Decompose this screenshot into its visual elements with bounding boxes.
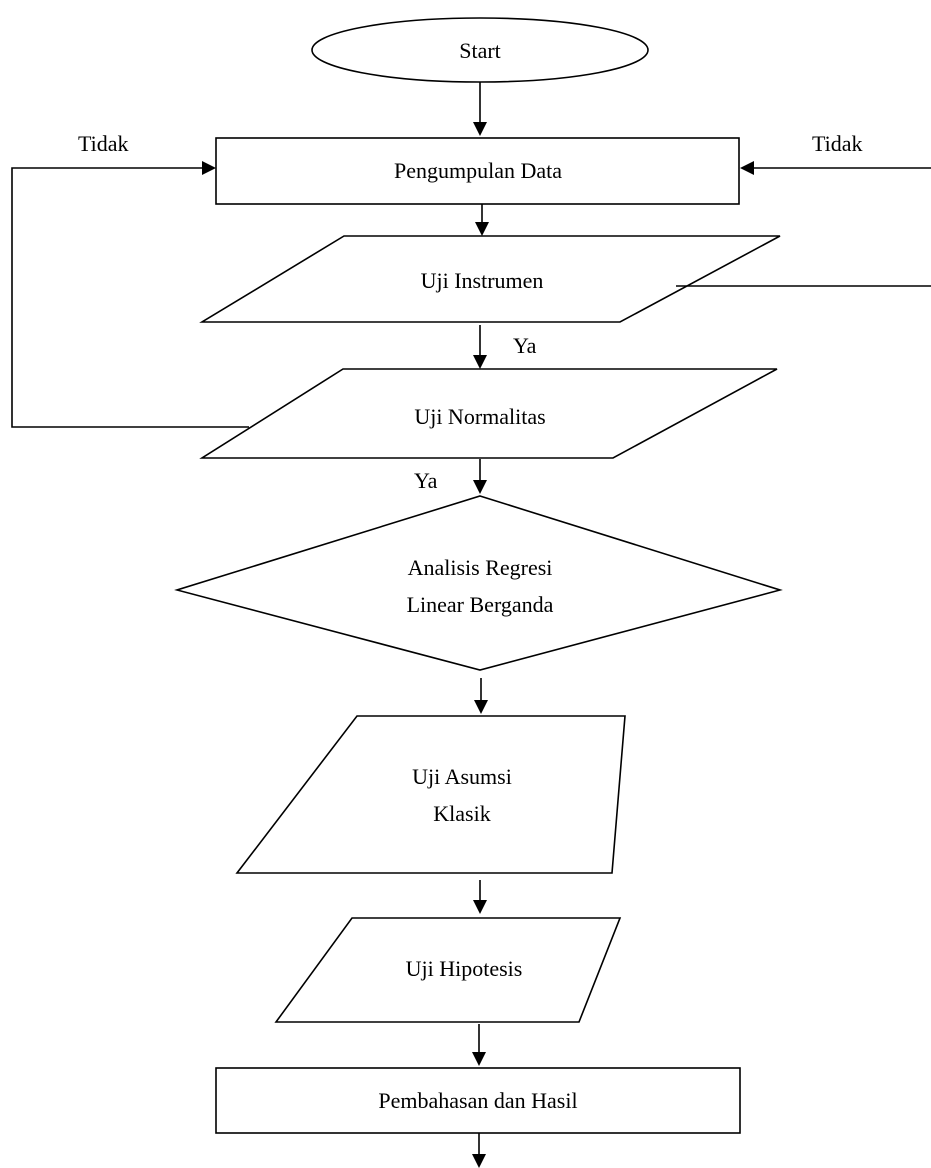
normality-test-io: Uji Normalitas xyxy=(199,368,778,459)
collect-data-process: Pengumpulan Data xyxy=(215,137,740,205)
arrow-start-to-collect xyxy=(473,82,487,136)
right-no-label: Tidak xyxy=(812,131,863,156)
arrow-result-to-next xyxy=(472,1133,486,1168)
right-feedback-loop: Tidak xyxy=(676,131,931,287)
hypothesis-test-io: Uji Hipotesis xyxy=(274,917,622,1023)
yes-normality-label: Ya xyxy=(414,468,438,493)
arrow-regression-to-classic xyxy=(474,678,488,714)
start-label: Start xyxy=(459,38,501,63)
result-process: Pembahasan dan Hasil xyxy=(215,1067,741,1134)
regression-label-line1: Analisis Regresi xyxy=(408,555,553,580)
regression-decision: Analisis Regresi Linear Berganda xyxy=(174,495,783,671)
arrow-collect-to-instrument xyxy=(475,204,489,236)
classic-label-line1: Uji Asumsi xyxy=(412,764,512,789)
arrow-instrument-to-normality: Ya xyxy=(473,325,537,369)
instrument-test-io: Uji Instrumen xyxy=(199,235,781,323)
result-label: Pembahasan dan Hasil xyxy=(378,1088,577,1113)
arrow-classic-to-hypothesis xyxy=(473,880,487,914)
left-feedback-loop: Tidak xyxy=(11,131,249,428)
hypothesis-test-label: Uji Hipotesis xyxy=(406,956,523,981)
regression-label-line2: Linear Berganda xyxy=(407,592,554,617)
start-node: Start xyxy=(311,17,649,83)
arrow-hypothesis-to-result xyxy=(472,1024,486,1066)
instrument-test-label: Uji Instrumen xyxy=(421,268,544,293)
arrow-normality-to-regression: Ya xyxy=(414,459,487,494)
yes-instrument-label: Ya xyxy=(513,333,537,358)
collect-data-label: Pengumpulan Data xyxy=(394,158,562,183)
classic-label-line2: Klasik xyxy=(433,801,490,826)
normality-test-label: Uji Normalitas xyxy=(414,404,545,429)
classic-assumption-io: Uji Asumsi Klasik xyxy=(235,715,626,874)
left-no-label: Tidak xyxy=(78,131,129,156)
